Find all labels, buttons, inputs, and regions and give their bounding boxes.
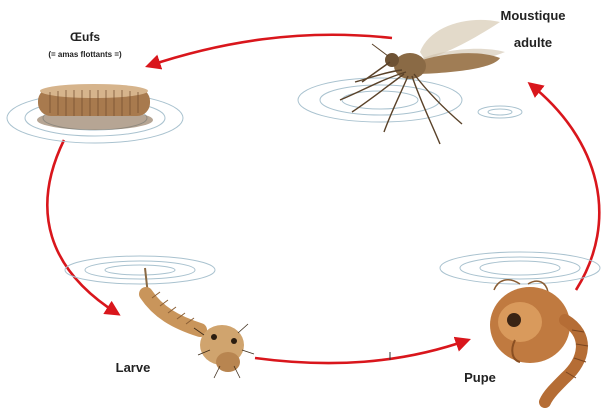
pupa-label: Pupe [450, 370, 510, 385]
eggs-label: Œufs [10, 30, 160, 44]
water-ripple [65, 256, 215, 284]
arrow-pupa-to-adult [530, 84, 599, 290]
egg-raft-illustration [7, 84, 183, 143]
adult-label-line2: adulte [478, 35, 588, 50]
larva-body [146, 294, 200, 330]
water-ripple [298, 78, 522, 122]
larva-label: Larve [98, 360, 168, 375]
water-ripple [440, 252, 600, 284]
eggs-sublabel: (= amas flottants =) [0, 50, 170, 59]
arrow-adult-to-eggs [148, 35, 392, 66]
arrow-eggs-to-larva [47, 140, 118, 314]
adult-label-line1: Moustique [478, 8, 588, 23]
arrow-larva-to-pupa [255, 340, 468, 363]
